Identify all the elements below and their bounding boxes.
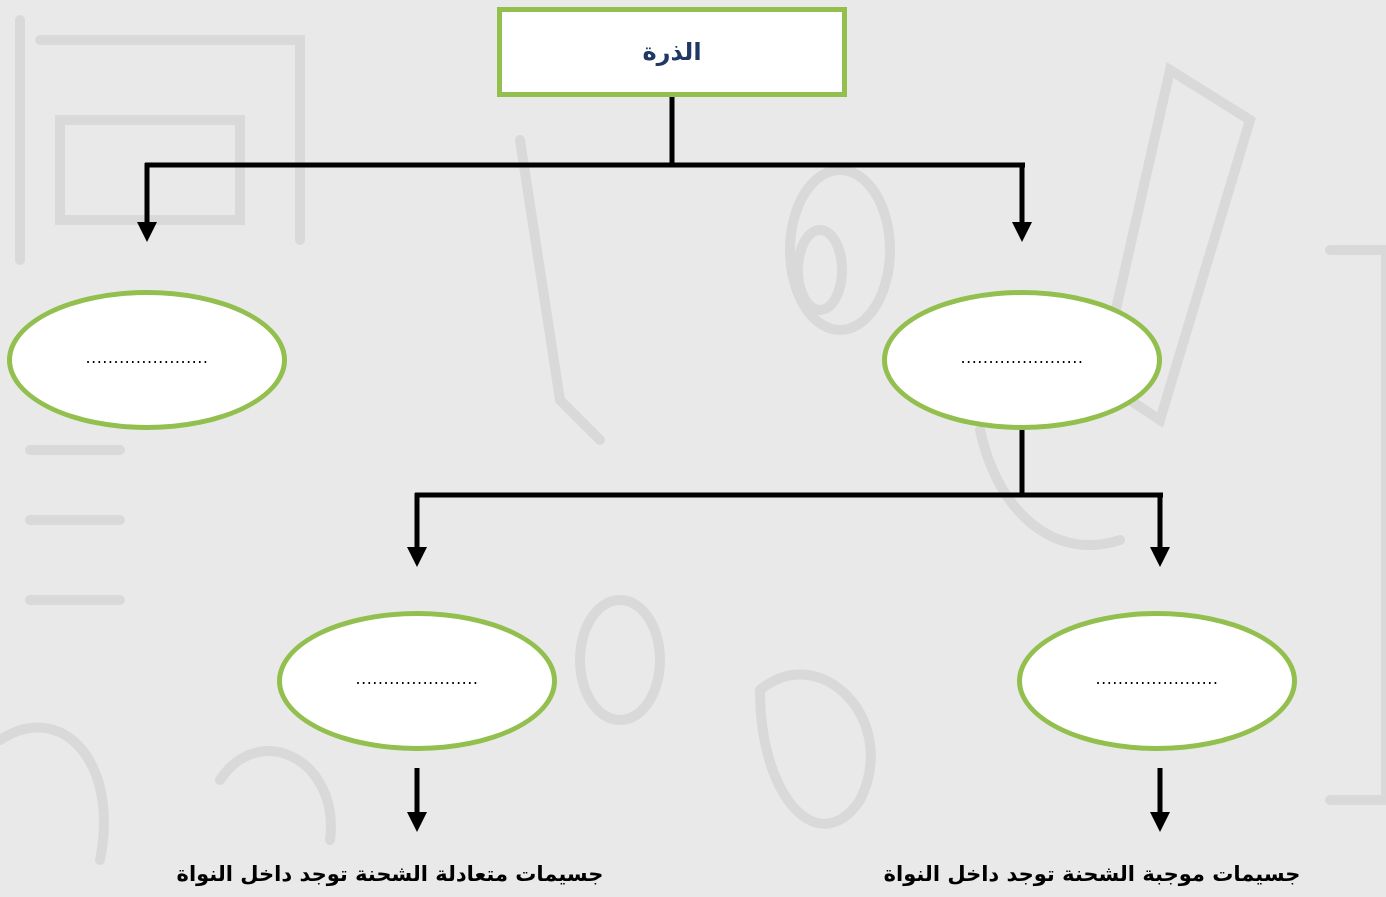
root-node-atom: الذرة [497,7,847,97]
answer-blank: ...................... [960,347,1084,367]
root-label: الذرة [642,38,702,66]
arrowhead [1150,547,1170,567]
description-neutral-particles: جسيمات متعادلة الشحنة توجد داخل النواة [176,862,604,886]
answer-blank: ...................... [1095,668,1219,688]
answer-node-bottom-left: ...................... [277,611,557,751]
answer-node-left: ...................... [7,290,287,430]
arrowhead [407,547,427,567]
answer-blank: ...................... [355,668,479,688]
arrowhead [1150,812,1170,832]
answer-node-bottom-right: ...................... [1017,611,1297,751]
arrowhead [407,812,427,832]
arrowhead [137,222,157,242]
answer-blank: ...................... [85,347,209,367]
arrowhead [1012,222,1032,242]
description-positive-particles: جسيمات موجبة الشحنة توجد داخل النواة [883,862,1301,886]
answer-node-right: ...................... [882,290,1162,430]
